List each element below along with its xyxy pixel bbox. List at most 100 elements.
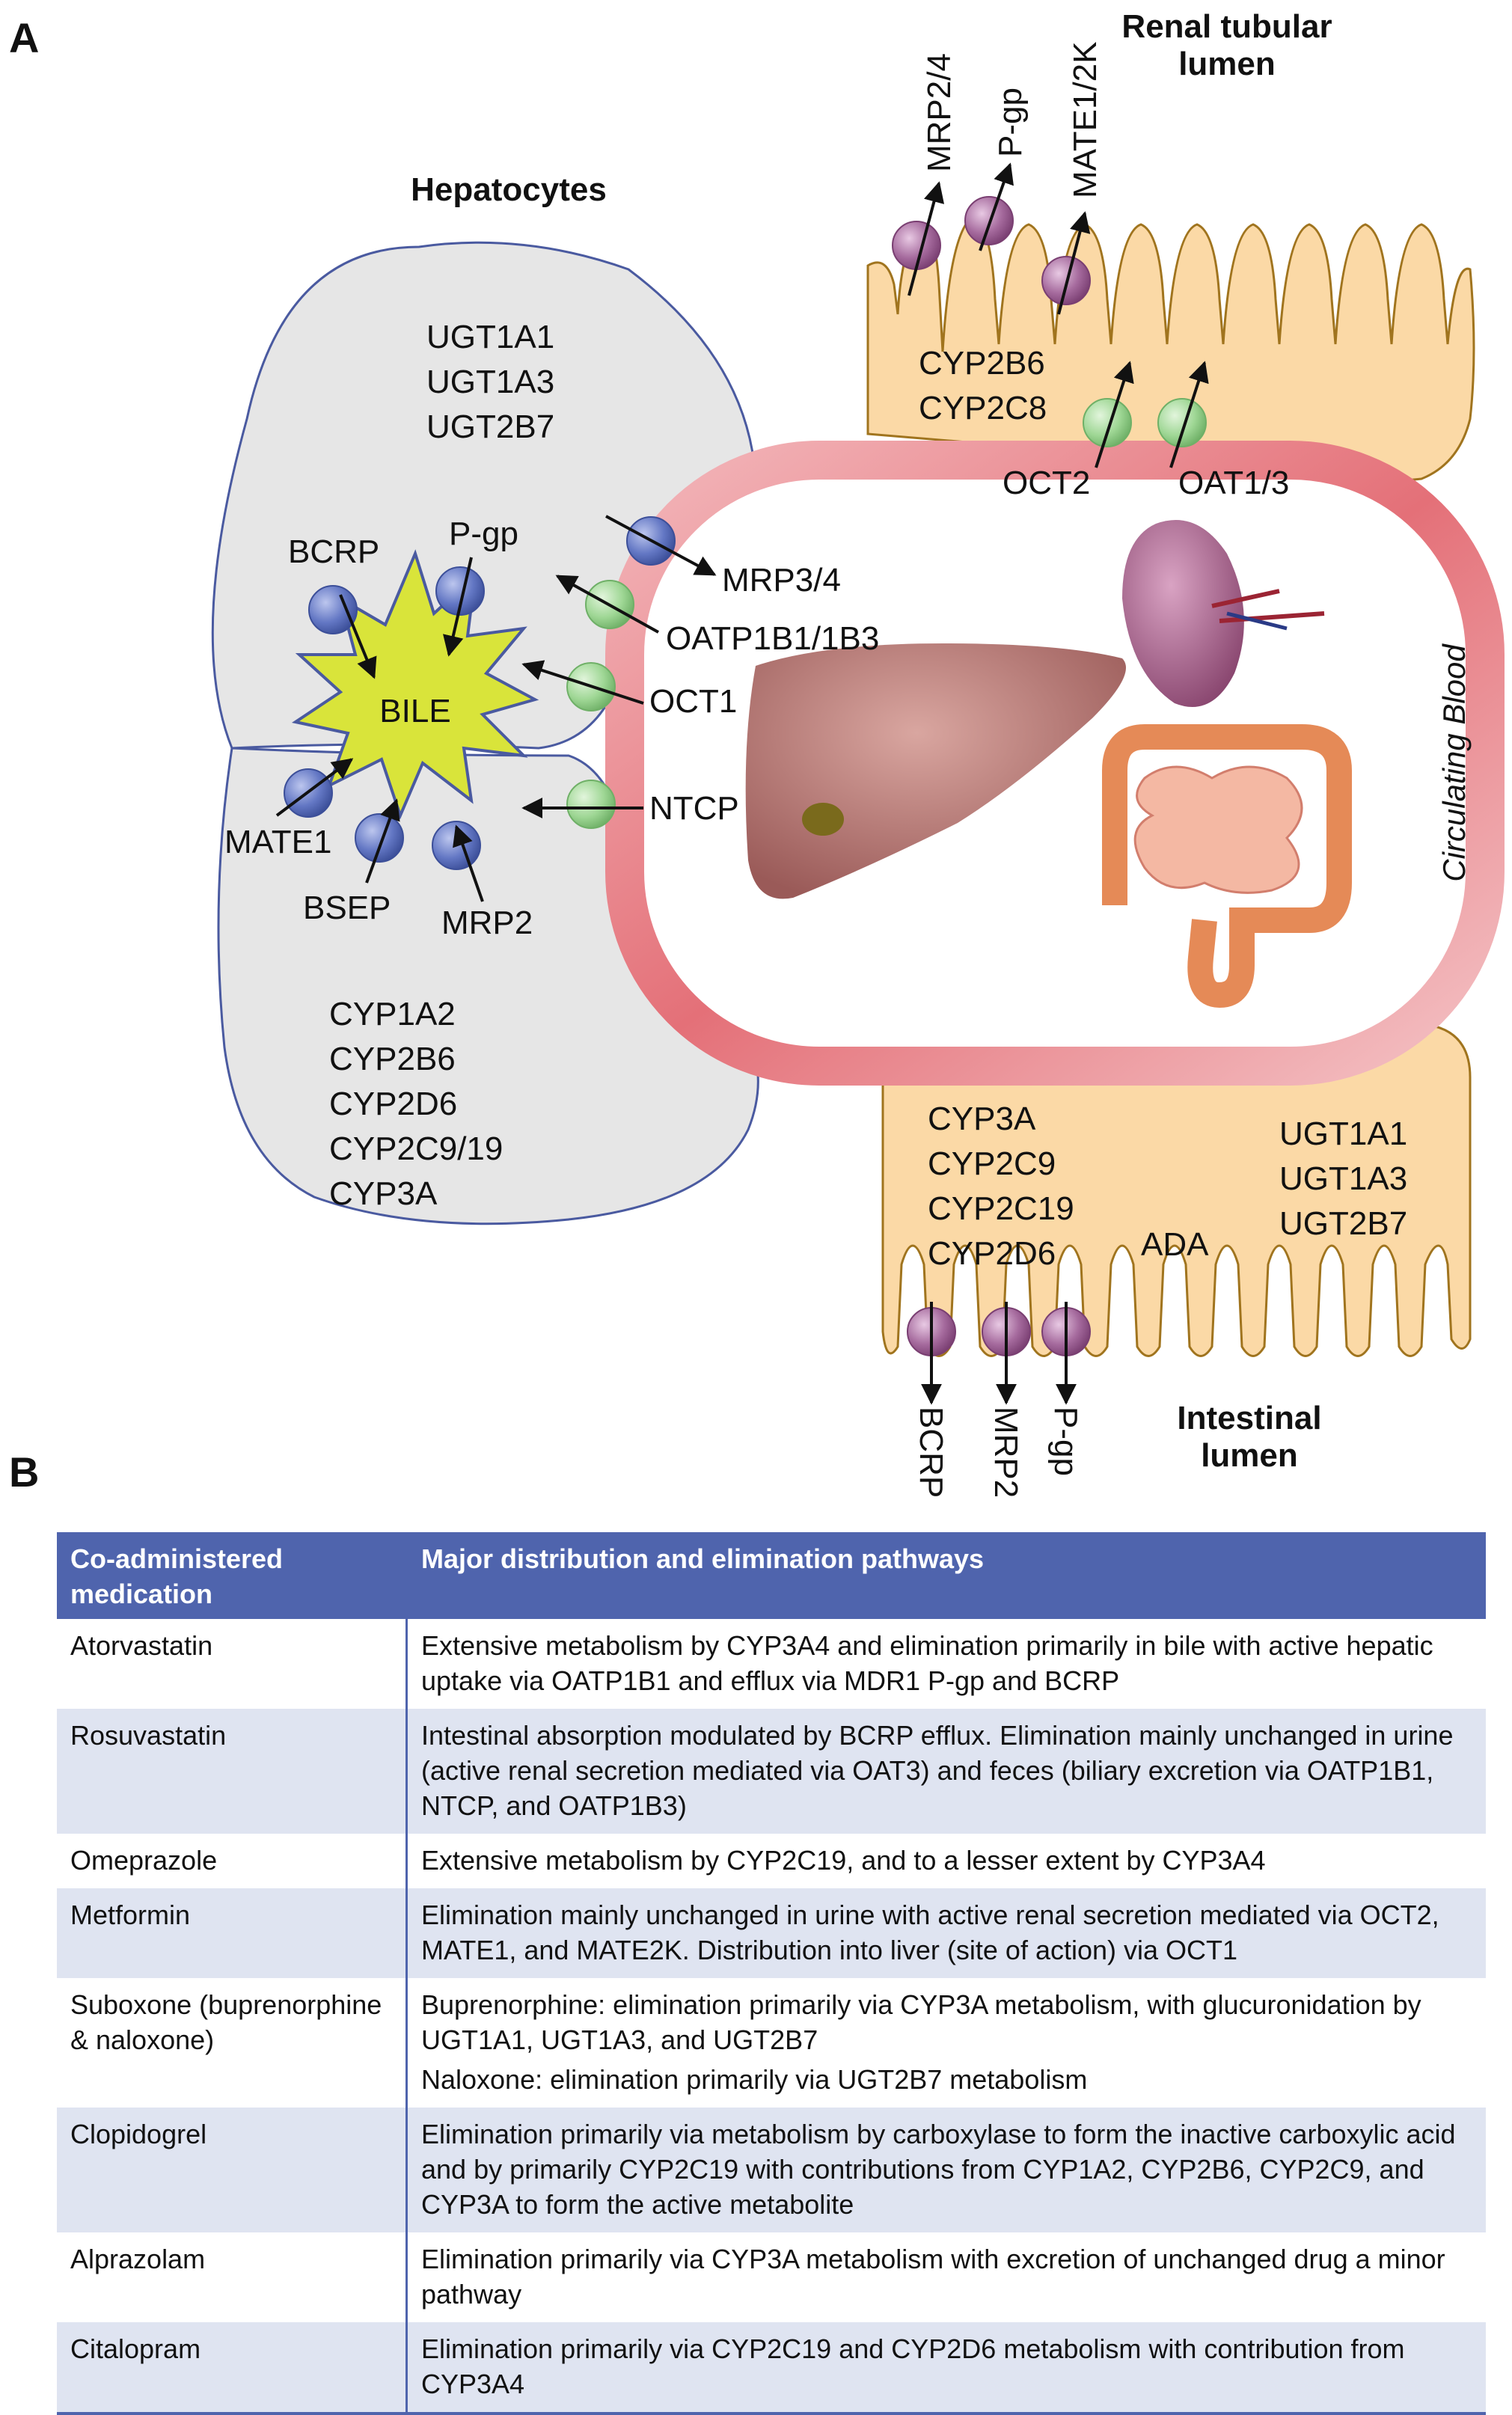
table-header-row: Co-administered medication Major distrib… [57, 1532, 1486, 1619]
drug-cell: Rosuvastatin [57, 1709, 408, 1834]
hepatocyte-ugt-list: UGT1A1 UGT1A3 UGT2B7 [426, 319, 554, 445]
table-row: Atorvastatin Extensive metabolism by CYP… [57, 1619, 1486, 1709]
header-medication-line2: medication [70, 1579, 213, 1609]
enzyme-label: CYP3A [928, 1101, 1036, 1137]
pathway-cell: Elimination primarily via CYP3A metaboli… [406, 2232, 1486, 2322]
transporter-mate12k-renal: MATE1/2K [1041, 42, 1104, 315]
transporter-oat13-renal: OAT1/3 [1157, 361, 1289, 501]
pathway-cell: Buprenorphine: elimination primarily via… [406, 1978, 1486, 2108]
transporter-mate1-hepatic: MATE1 [224, 758, 354, 860]
drug-cell: Citalopram [57, 2322, 408, 2415]
transporter-label: NTCP [649, 790, 739, 827]
table-row: Omeprazole Extensive metabolism by CYP2C… [57, 1834, 1486, 1888]
renal-title-line2: lumen [1178, 46, 1276, 82]
transporter-bcrp-hepatic: BCRP [288, 533, 379, 679]
transporter-label: MATE1 [224, 824, 331, 860]
pathway-cell: Elimination primarily via metabolism by … [406, 2108, 1486, 2232]
enzyme-label-ada: ADA [1141, 1226, 1209, 1263]
transporter-mrp34-hepatic: MRP3/4 [605, 515, 841, 599]
panel-a-letter: A [9, 14, 40, 61]
enzyme-label: UGT2B7 [1279, 1205, 1407, 1242]
intestinal-title-line2: lumen [1201, 1437, 1298, 1474]
drug-cell: Atorvastatin [57, 1619, 408, 1709]
header-pathways: Major distribution and elimination pathw… [406, 1532, 1486, 1619]
enzyme-label: CYP2B6 [919, 345, 1045, 382]
table-row: Rosuvastatin Intestinal absorption modul… [57, 1709, 1486, 1834]
transporter-label: OCT1 [649, 683, 737, 720]
renal-title-line1: Renal tubular [1121, 8, 1332, 45]
drug-cell: Suboxone (buprenorphine & naloxone) [57, 1978, 408, 2108]
enzyme-label: CYP1A2 [329, 996, 456, 1032]
transporter-pgp-hepatic: P-gp [435, 515, 518, 657]
table-row: Citalopram Elimination primarily via CYP… [57, 2322, 1486, 2415]
table-row: Clopidogrel Elimination primarily via me… [57, 2108, 1486, 2232]
transporter-label: MRP2 [988, 1407, 1024, 1498]
drug-cell: Metformin [57, 1888, 408, 1978]
transporter-pgp-renal: P-gp [964, 88, 1029, 251]
pathway-cell: Intestinal absorption modulated by BCRP … [406, 1709, 1486, 1834]
drug-cell: Clopidogrel [57, 2108, 408, 2232]
transporter-pgp-intestinal: P-gp [1041, 1302, 1091, 1476]
transporter-label: OATP1B1/1B3 [666, 620, 879, 657]
transporter-oct2-renal: OCT2 [1003, 361, 1134, 501]
enzyme-label: UGT1A3 [426, 364, 554, 400]
panel-b-letter: B [9, 1448, 40, 1496]
transporter-label: MRP2 [441, 905, 533, 941]
transporter-label: P-gp [1047, 1407, 1084, 1476]
pharmacokinetics-diagram: BILE Hepatocytes Renal tubular lumen Int… [211, 8, 1505, 1498]
drug-cell: Alprazolam [57, 2232, 408, 2322]
transporter-label: BSEP [303, 890, 391, 926]
transporter-label: MRP3/4 [722, 562, 841, 599]
transporter-oatp-hepatic: OATP1B1/1B3 [555, 575, 879, 657]
enzyme-label: CYP2C9 [928, 1145, 1056, 1182]
enzyme-label: UGT2B7 [426, 408, 554, 445]
hepatocytes-title: Hepatocytes [411, 171, 607, 208]
transporter-mrp2-hepatic: MRP2 [432, 821, 533, 941]
liver-illustration [745, 643, 1126, 899]
hepatocyte-cyp-list: CYP1A2 CYP2B6 CYP2D6 CYP2C9/19 CYP3A [329, 996, 503, 1212]
enzyme-label: CYP2D6 [329, 1086, 457, 1122]
header-medication-line1: Co-administered [70, 1543, 284, 1574]
transporter-label: MATE1/2K [1067, 42, 1104, 198]
table-row: Alprazolam Elimination primarily via CYP… [57, 2232, 1486, 2322]
enzyme-label: CYP2D6 [928, 1235, 1056, 1272]
enzyme-label: UGT1A3 [1279, 1160, 1407, 1197]
enzyme-label: CYP2C19 [928, 1190, 1074, 1227]
transporter-bsep-hepatic: BSEP [303, 798, 404, 926]
renal-epithelium [866, 215, 1475, 495]
transporter-oct1-hepatic: OCT1 [521, 660, 737, 720]
transporter-label: MRP2/4 [921, 53, 958, 172]
bile-label: BILE [379, 693, 450, 729]
intestine-illustration [1102, 724, 1352, 1008]
header-medication: Co-administered medication [57, 1532, 408, 1619]
pathways-table: Co-administered medication Major distrib… [57, 1532, 1486, 2415]
transporter-label: P-gp [449, 515, 518, 552]
transporter-label: OAT1/3 [1178, 465, 1289, 501]
intestinal-title-line1: Intestinal [1177, 1400, 1321, 1436]
pathway-cell: Extensive metabolism by CYP2C19, and to … [406, 1834, 1486, 1888]
pathway-cell: Elimination mainly unchanged in urine wi… [406, 1888, 1486, 1978]
intestinal-ugt-list: UGT1A1 UGT1A3 UGT2B7 [1279, 1115, 1407, 1242]
transporter-label: BCRP [913, 1407, 949, 1498]
enzyme-label: CYP2C8 [919, 390, 1047, 426]
transporter-label: OCT2 [1003, 465, 1090, 501]
enzyme-label: CYP2B6 [329, 1041, 456, 1077]
pathway-cell: Extensive metabolism by CYP3A4 and elimi… [406, 1619, 1486, 1709]
enzyme-label: CYP3A [329, 1175, 438, 1212]
intestinal-epithelium [881, 1023, 1472, 1357]
enzyme-label: CYP2C9/19 [329, 1130, 503, 1167]
intestinal-cyp-list: CYP3A CYP2C9 CYP2C19 CYP2D6 [928, 1101, 1074, 1272]
pathway-text-secondary: Naloxone: elimination primarily via UGT2… [421, 2064, 1088, 2095]
transporter-label: P-gp [992, 88, 1029, 157]
transporter-bcrp-intestinal: BCRP [907, 1302, 956, 1498]
kidney-illustration [1122, 520, 1325, 707]
table-row: Suboxone (buprenorphine & naloxone) Bupr… [57, 1978, 1486, 2108]
transporter-mrp24-renal: MRP2/4 [892, 53, 958, 296]
transporter-mrp2-intestinal: MRP2 [982, 1302, 1031, 1498]
enzyme-label: UGT1A1 [426, 319, 554, 355]
pathway-cell: Elimination primarily via CYP2C19 and CY… [406, 2322, 1486, 2415]
pathway-text: Buprenorphine: elimination primarily via… [421, 1989, 1421, 2055]
table-row: Metformin Elimination mainly unchanged i… [57, 1888, 1486, 1978]
transporter-ntcp-hepatic: NTCP [521, 780, 739, 829]
circulating-blood-label: Circulating Blood [1436, 643, 1472, 882]
